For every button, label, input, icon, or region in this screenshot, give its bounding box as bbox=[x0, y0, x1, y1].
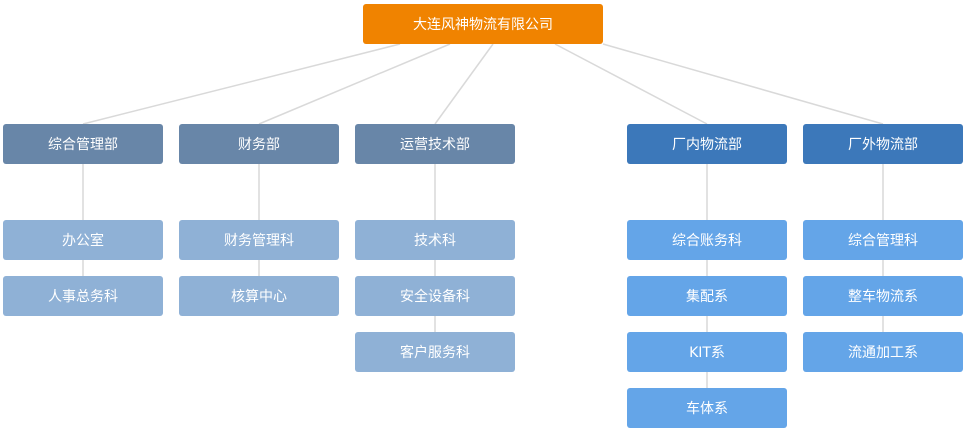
sub-unit-safety-equipment: 安全设备科 bbox=[355, 276, 515, 316]
dept-label: 厂内物流部 bbox=[672, 137, 742, 153]
sub-unit-label: 核算中心 bbox=[231, 289, 287, 305]
connector-root-dept-2 bbox=[258, 43, 451, 125]
sub-unit-label: 客户服务科 bbox=[400, 345, 470, 361]
sub-unit-label: 综合账务科 bbox=[672, 233, 742, 249]
sub-unit-technology: 技术科 bbox=[355, 220, 515, 260]
sub-unit-label: 整车物流系 bbox=[848, 289, 918, 305]
sub-unit-general-management-section: 综合管理科 bbox=[803, 220, 963, 260]
sub-unit-customer-service: 客户服务科 bbox=[355, 332, 515, 372]
sub-unit-distribution: 集配系 bbox=[627, 276, 787, 316]
sub-unit-label: 综合管理科 bbox=[848, 233, 918, 249]
sub-unit-vehicle-logistics: 整车物流系 bbox=[803, 276, 963, 316]
sub-unit-label: 安全设备科 bbox=[400, 289, 470, 305]
sub-unit-label: 人事总务科 bbox=[48, 289, 118, 305]
company-node: 大连风神物流有限公司 bbox=[363, 4, 603, 44]
sub-unit-label: 流通加工系 bbox=[848, 345, 918, 361]
dept-label: 运营技术部 bbox=[400, 137, 470, 153]
sub-unit-general-accounts: 综合账务科 bbox=[627, 220, 787, 260]
connector-root-dept-1 bbox=[82, 43, 401, 125]
sub-unit-office: 办公室 bbox=[3, 220, 163, 260]
sub-unit-finance-management: 财务管理科 bbox=[179, 220, 339, 260]
sub-unit-label: KIT系 bbox=[689, 345, 725, 361]
connector-root-dept-5 bbox=[602, 43, 884, 125]
dept-general-management: 综合管理部 bbox=[3, 124, 163, 164]
dept-label: 财务部 bbox=[238, 137, 280, 153]
sub-unit-label: 办公室 bbox=[62, 233, 104, 249]
sub-unit-label: 技术科 bbox=[414, 233, 456, 249]
sub-unit-kit: KIT系 bbox=[627, 332, 787, 372]
connector-root-dept-3 bbox=[434, 43, 494, 125]
dept-label: 厂外物流部 bbox=[848, 137, 918, 153]
sub-unit-label: 车体系 bbox=[686, 401, 728, 417]
dept-label: 综合管理部 bbox=[48, 137, 118, 153]
connector-root-dept-4 bbox=[554, 43, 708, 125]
company-name: 大连风神物流有限公司 bbox=[413, 17, 553, 33]
dept-finance: 财务部 bbox=[179, 124, 339, 164]
dept-operations-tech: 运营技术部 bbox=[355, 124, 515, 164]
sub-unit-label: 财务管理科 bbox=[224, 233, 294, 249]
dept-out-plant-logistics: 厂外物流部 bbox=[803, 124, 963, 164]
sub-unit-car-body: 车体系 bbox=[627, 388, 787, 428]
sub-unit-hr-general: 人事总务科 bbox=[3, 276, 163, 316]
sub-unit-label: 集配系 bbox=[686, 289, 728, 305]
sub-unit-accounting-center: 核算中心 bbox=[179, 276, 339, 316]
sub-unit-circulation-processing: 流通加工系 bbox=[803, 332, 963, 372]
dept-in-plant-logistics: 厂内物流部 bbox=[627, 124, 787, 164]
